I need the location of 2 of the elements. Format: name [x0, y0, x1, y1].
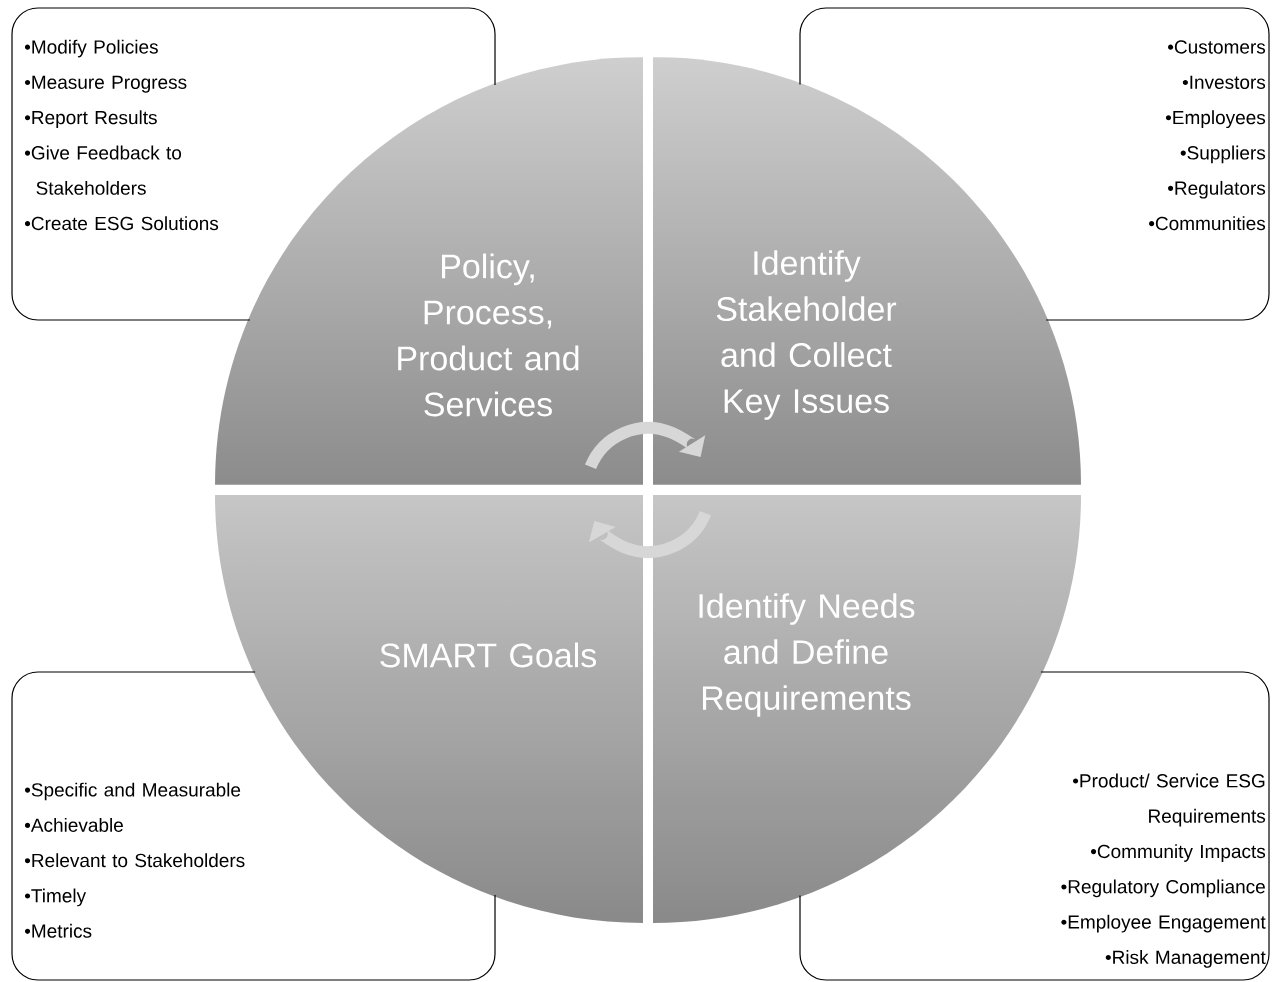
quadrant: SMART Goals	[380, 642, 597, 668]
text-box: •Specific and Measurable •Achievable •Relevant to Stakeholders •Timely •Metrics	[11, 671, 496, 981]
